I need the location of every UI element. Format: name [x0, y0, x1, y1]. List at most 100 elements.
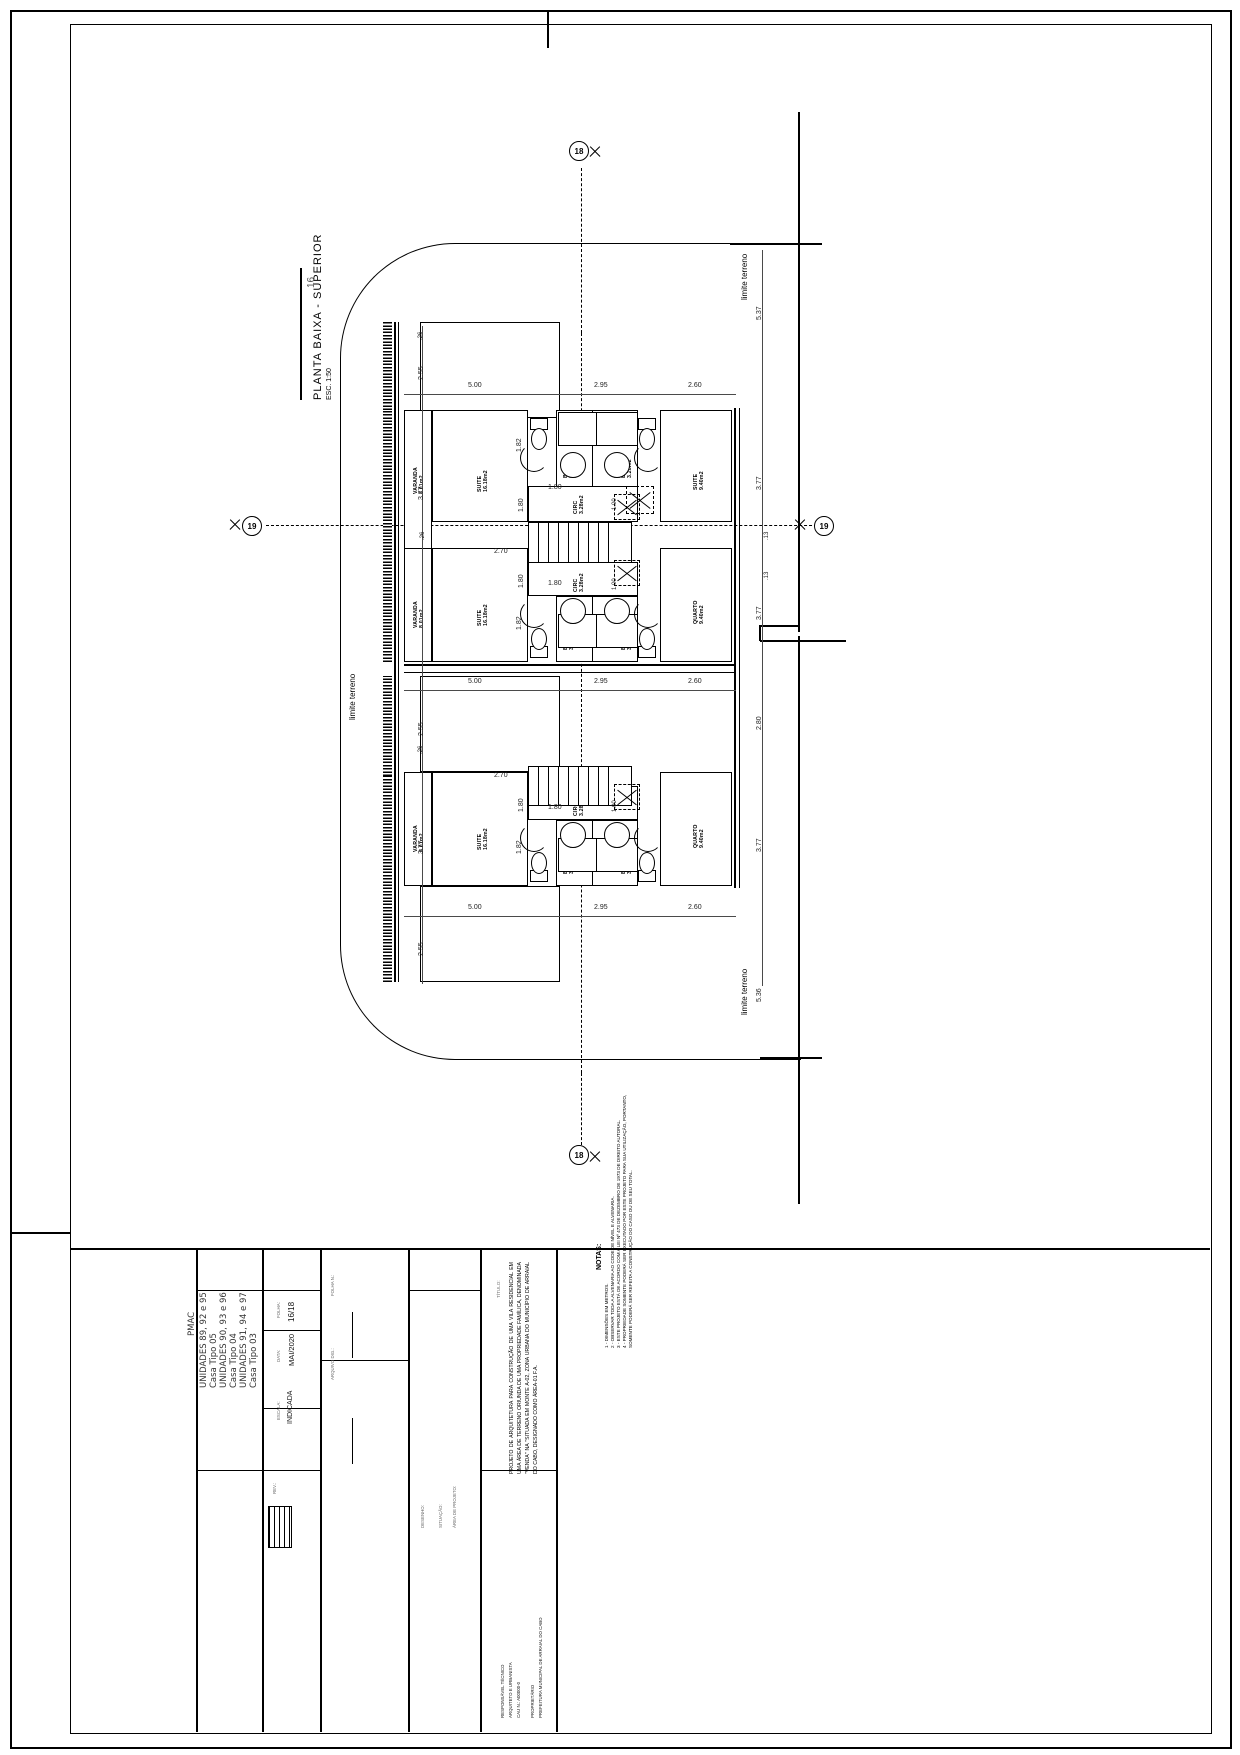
dim-line-right	[762, 250, 763, 986]
party-wall-bc-1	[404, 664, 734, 667]
basin-c1	[560, 822, 586, 848]
dim-2-80: 2.80	[756, 716, 763, 730]
door-swing-b2	[634, 600, 662, 628]
grid-axis-18-mid	[581, 333, 582, 1073]
dim-2-55-c: 2.55	[418, 942, 425, 956]
dim-2-70-c: 2.70	[494, 772, 508, 779]
front-wall-hatch-e	[383, 886, 392, 982]
responsible-line-3: CAU N.: A00000-0	[516, 1681, 521, 1718]
titleblock-h-b	[196, 1470, 320, 1472]
dim-2-95-bot: 2.95	[594, 904, 608, 911]
grid-bubble-19-right: 19	[814, 516, 834, 536]
field-rule-1	[352, 1312, 354, 1358]
stair-block-ab	[528, 522, 632, 564]
dim-5-00-mid: 5.00	[468, 678, 482, 685]
varanda-c	[404, 772, 432, 886]
terrain-notch-c	[759, 625, 761, 641]
field-label-arquivo: ARQUIVO DIG.:	[330, 1348, 335, 1380]
dim-2-95-mid: 2.95	[594, 678, 608, 685]
dim-13-l1: .26	[420, 531, 426, 540]
closet-c	[614, 784, 640, 810]
titleblock-h-c	[262, 1330, 320, 1332]
stair-step	[608, 522, 609, 564]
titleblock-v6	[556, 1248, 558, 1732]
owner-line-1: PROPRIETÁRIO	[530, 1684, 535, 1718]
basin-a2	[604, 452, 630, 478]
suite-right-a	[660, 410, 732, 522]
grid-cross-left	[228, 518, 242, 532]
dim-2-55-a: 2.55	[418, 366, 425, 380]
page-scale-label: ESC. 1:50	[326, 368, 333, 400]
basin-c2	[604, 822, 630, 848]
dim-line-interior-left	[422, 326, 423, 984]
door-swing-c2	[634, 824, 662, 852]
revision-label: REV.:	[272, 1482, 277, 1494]
grid-bubble-18-top: 18	[569, 141, 589, 161]
stair-step	[558, 766, 559, 806]
dim-line-top	[404, 394, 736, 395]
grid-bubble-18-bottom: 18	[569, 1145, 589, 1165]
dim-3-77-b: 3.77	[418, 840, 425, 854]
sheet-field-label: FOLHA:	[276, 1302, 281, 1318]
sheet-border-outer	[10, 10, 1232, 1749]
sheet-number-label: 16	[306, 276, 317, 288]
dim-1-80-h1: 1.80	[548, 484, 562, 491]
fold-mark-left	[12, 1232, 70, 1234]
toilet-b2	[639, 628, 655, 650]
dim-2-60-mid: 2.60	[688, 678, 702, 685]
basin-b2	[604, 598, 630, 624]
client-label: PMAC	[187, 1311, 197, 1336]
grid-cross-right	[793, 518, 807, 532]
grid-bubble-label: 19	[247, 521, 257, 531]
grid-bubble-label: 19	[819, 521, 829, 531]
dim-1-00-b: 1.00	[612, 578, 618, 590]
quarto-b	[660, 548, 732, 662]
quarto-c	[660, 772, 732, 886]
door-swing-b1	[520, 600, 548, 628]
dim-1-80-a: 1.80	[518, 498, 525, 512]
unit-line-6: UNIDADES 89, 92 e 95	[199, 1292, 209, 1388]
field-label-folha: FOLHA N.:	[330, 1274, 335, 1296]
door-swing-a1	[520, 444, 548, 472]
date-field-value: MAI/2020	[287, 1333, 296, 1366]
dim-line-bottom	[404, 916, 736, 917]
stair-step	[558, 522, 559, 564]
grid-bubble-19-left: 19	[242, 516, 262, 536]
varanda-block-a	[420, 322, 560, 418]
field-label-area: ÁREA DE PROJETO:	[452, 1485, 457, 1528]
project-description: PROJETO DE ARQUITETURA PARA CONSTRUÇÃO D…	[509, 1262, 540, 1474]
front-wall-hatch-c	[383, 676, 392, 776]
dim-1-82-c: 1.82	[516, 840, 523, 854]
dim-3-77-a: 3.77	[418, 486, 425, 500]
titleblock-v2	[262, 1248, 264, 1732]
room-label-varanda-b: VARANDA8.01m2	[413, 601, 425, 628]
titleblock-v5	[480, 1248, 482, 1732]
stair-step	[598, 522, 599, 564]
grid-axis-18-top	[581, 168, 582, 333]
terrain-line-right-lower	[798, 636, 800, 1204]
scale-field-label: ESCALA:	[276, 1401, 281, 1420]
dim-1-80-c: 1.80	[518, 798, 525, 812]
stair-step	[598, 766, 599, 806]
field-rule-2	[352, 1418, 354, 1464]
shower-a1	[558, 412, 600, 446]
basin-b1	[560, 598, 586, 624]
terrain-line-right-upper	[798, 112, 800, 632]
dim-13-r1: .13	[764, 531, 770, 540]
shower-a2	[596, 412, 638, 446]
limit-label-top: limite terreno	[740, 253, 749, 300]
dim-line-mid	[404, 690, 736, 691]
shower-c2	[596, 838, 638, 872]
stair-step	[568, 766, 569, 806]
toilet-c1	[531, 852, 547, 874]
front-wall-hatch-d	[383, 776, 392, 886]
titleblock-v1	[196, 1248, 198, 1732]
stair-step	[588, 766, 589, 806]
scale-field-value: INDICADA	[287, 1390, 294, 1424]
